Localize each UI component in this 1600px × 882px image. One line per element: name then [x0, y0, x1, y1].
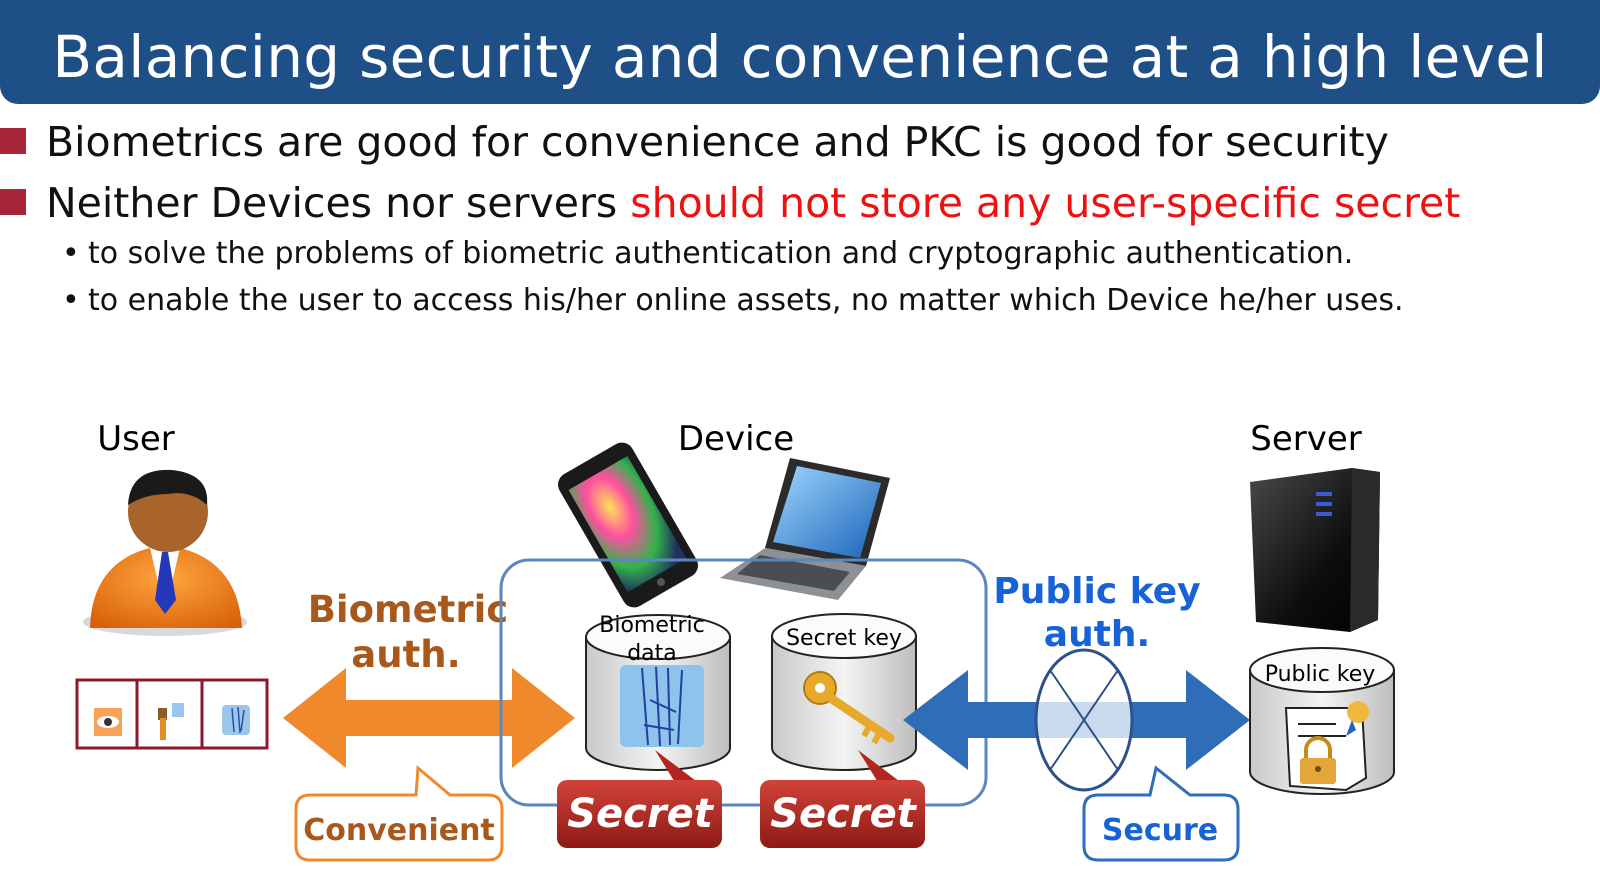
slide-title: Balancing security and convenience at a …: [52, 23, 1548, 91]
biometric-data-store: [585, 614, 731, 771]
device-label: Device: [678, 419, 794, 459]
key-icon: [803, 671, 895, 745]
eye-icon: [94, 708, 122, 736]
bullet-1-text: Biometrics are good for convenience and …: [46, 118, 1389, 166]
secure-callout: Secure: [1082, 765, 1240, 862]
sub-bullet-2-text: to enable the user to access his/her onl…: [88, 283, 1404, 318]
biometric-auth-label-1: Biometric: [308, 588, 509, 631]
secure-text: Secure: [1102, 813, 1218, 848]
biometric-data-label-1: Biometric: [599, 613, 705, 638]
biometric-modalities: [75, 678, 269, 750]
sub-bullet-1-text: to solve the problems of biometric authe…: [88, 236, 1354, 271]
fingerprint-scan-icon: [158, 703, 184, 740]
device-frame: [499, 558, 988, 807]
bullet-2: Neither Devices nor servers should not s…: [0, 178, 1460, 228]
dot-icon: •: [62, 283, 80, 318]
laptop-icon: [720, 458, 890, 600]
biometric-auth-label-2: auth.: [351, 633, 460, 676]
vein-icon: [222, 705, 250, 735]
server-icon: [1250, 468, 1380, 632]
public-key-auth-label-2: auth.: [1044, 614, 1150, 655]
server-label: Server: [1250, 419, 1362, 459]
bullet-square-icon: [0, 189, 26, 215]
bullet-2-text: Neither Devices nor servers: [46, 179, 631, 227]
biometric-double-arrow: [283, 668, 575, 768]
sub-bullet-2: •to enable the user to access his/her on…: [62, 281, 1404, 321]
secret-key-label: Secret key: [786, 626, 902, 651]
biometric-data-label-2: data: [627, 641, 677, 666]
bullet-1: Biometrics are good for convenience and …: [0, 117, 1389, 167]
bullet-2-highlight: should not store any user-specific secre…: [630, 179, 1461, 227]
convenient-callout: Convenient: [294, 764, 504, 862]
lock-icon: [1300, 736, 1336, 784]
secret-badge-1-text: Secret: [567, 791, 715, 837]
dot-icon: •: [62, 236, 80, 271]
sub-bullet-1: •to solve the problems of biometric auth…: [62, 234, 1353, 274]
title-bar: [0, 0, 1600, 104]
user-label: User: [97, 419, 175, 459]
secret-badge-1: Secret: [557, 750, 722, 848]
secret-badge-2: Secret: [760, 750, 925, 848]
convenient-text: Convenient: [303, 813, 495, 848]
public-key-label: Public key: [1265, 662, 1376, 687]
public-key-auth-label-1: Public key: [993, 571, 1200, 612]
secret-badge-2-text: Secret: [770, 791, 918, 837]
bullet-square-icon: [0, 128, 26, 154]
crossed-circle-icon: [1034, 648, 1134, 792]
smartphone-icon: [558, 442, 698, 608]
user-icon: [83, 469, 247, 636]
